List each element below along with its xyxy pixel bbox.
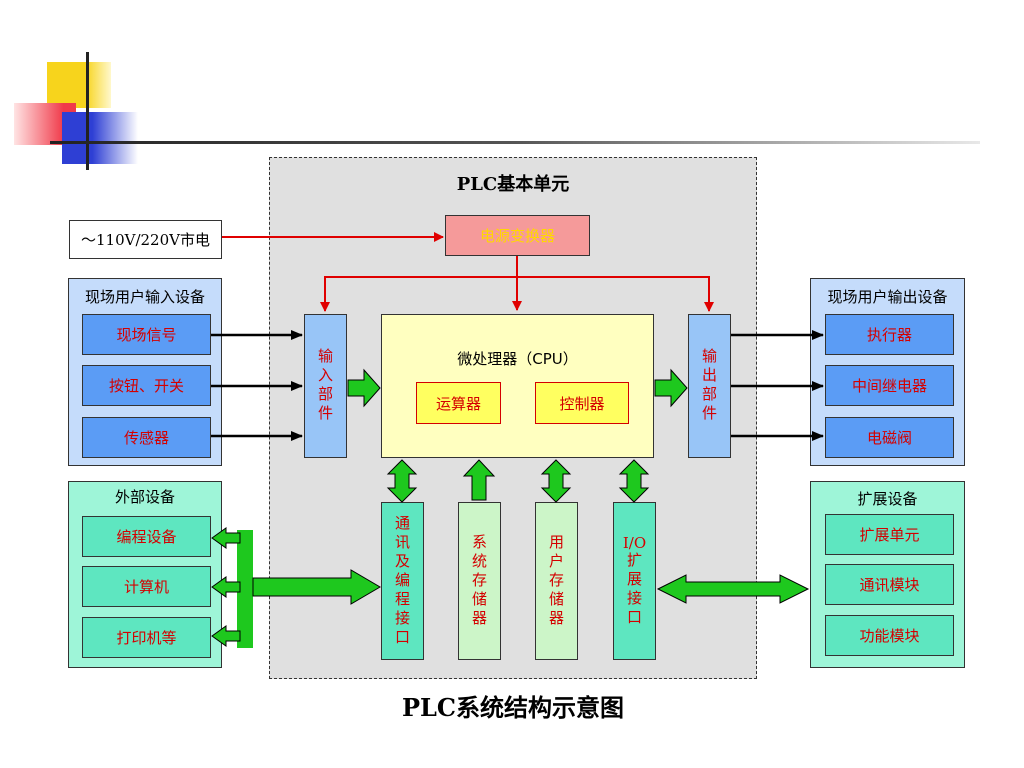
- bus-to-comm-arrow: [252, 569, 381, 605]
- expansion-item-function-module: 功能模块: [825, 615, 954, 656]
- io-expansion-label-bottom: 扩展接口: [625, 552, 643, 628]
- comm-programming-interface-box: 通讯及编程接口: [381, 502, 424, 660]
- input-item-button-switch: 按钮、开关: [82, 365, 211, 406]
- input-unit-box: 输入部件: [304, 314, 347, 458]
- expansion-devices-title: 扩展设备: [857, 490, 918, 508]
- cpu-label: 微处理器（CPU）: [457, 350, 578, 368]
- alu-box: 运算器: [416, 382, 501, 424]
- output-item-solenoid-valve: 电磁阀: [825, 417, 954, 458]
- output-item-actuator: 执行器: [825, 314, 954, 355]
- io-expansion-double-arrow: [656, 574, 810, 604]
- cpu-io-expansion-double-arrow: [618, 459, 650, 503]
- deco-vertical-line: [86, 52, 89, 170]
- output-unit-box: 输出部件: [688, 314, 731, 458]
- plc-unit-title: PLC基本单元: [456, 174, 570, 195]
- computer-bus-arrow: [211, 576, 241, 598]
- deco-yellow-square: [47, 62, 111, 108]
- input-to-cpu-arrow: [347, 368, 381, 408]
- user-memory-box: 用户存储器: [535, 502, 578, 660]
- cpu-to-output-arrow: [654, 368, 688, 408]
- external-item-printer: 打印机等: [82, 617, 211, 658]
- system-memory-label: 系统存储器: [470, 533, 488, 629]
- programmer-bus-arrow: [211, 527, 241, 549]
- cpu-user-memory-double-arrow: [540, 459, 572, 503]
- power-input-box: ～110V/220V市电: [69, 220, 222, 259]
- output-devices-title: 现场用户输出设备: [827, 288, 948, 306]
- input-devices-title: 现场用户输入设备: [84, 288, 205, 306]
- external-item-programmer: 编程设备: [82, 516, 211, 557]
- input-unit-label: 输入部件: [316, 348, 334, 424]
- output-item-relay: 中间继电器: [825, 365, 954, 406]
- io-expansion-interface-box: I/O 扩展接口: [613, 502, 656, 660]
- power-converter-box: 电源变换器: [445, 215, 590, 256]
- user-memory-label: 用户存储器: [547, 533, 565, 629]
- expansion-item-unit: 扩展单元: [825, 514, 954, 555]
- input-item-sensor: 传感器: [82, 417, 211, 458]
- deco-horizontal-line: [50, 141, 980, 144]
- expansion-item-comm-module: 通讯模块: [825, 564, 954, 605]
- comm-programming-interface-label: 通讯及编程接口: [393, 514, 411, 648]
- cpu-system-memory-arrow: [462, 459, 496, 501]
- printer-bus-arrow: [211, 625, 241, 647]
- input-item-field-signal: 现场信号: [82, 314, 211, 355]
- deco-blue-square: [62, 112, 138, 164]
- external-bus-bar: [237, 530, 253, 648]
- output-unit-label: 输出部件: [700, 348, 718, 424]
- external-item-computer: 计算机: [82, 566, 211, 607]
- io-expansion-label-top: I/O: [622, 534, 647, 552]
- external-devices-title: 外部设备: [114, 488, 175, 506]
- cpu-comm-double-arrow: [386, 459, 418, 503]
- diagram-title: PLC系统结构示意图: [401, 693, 625, 722]
- system-memory-box: 系统存储器: [458, 502, 501, 660]
- controller-box: 控制器: [535, 382, 629, 424]
